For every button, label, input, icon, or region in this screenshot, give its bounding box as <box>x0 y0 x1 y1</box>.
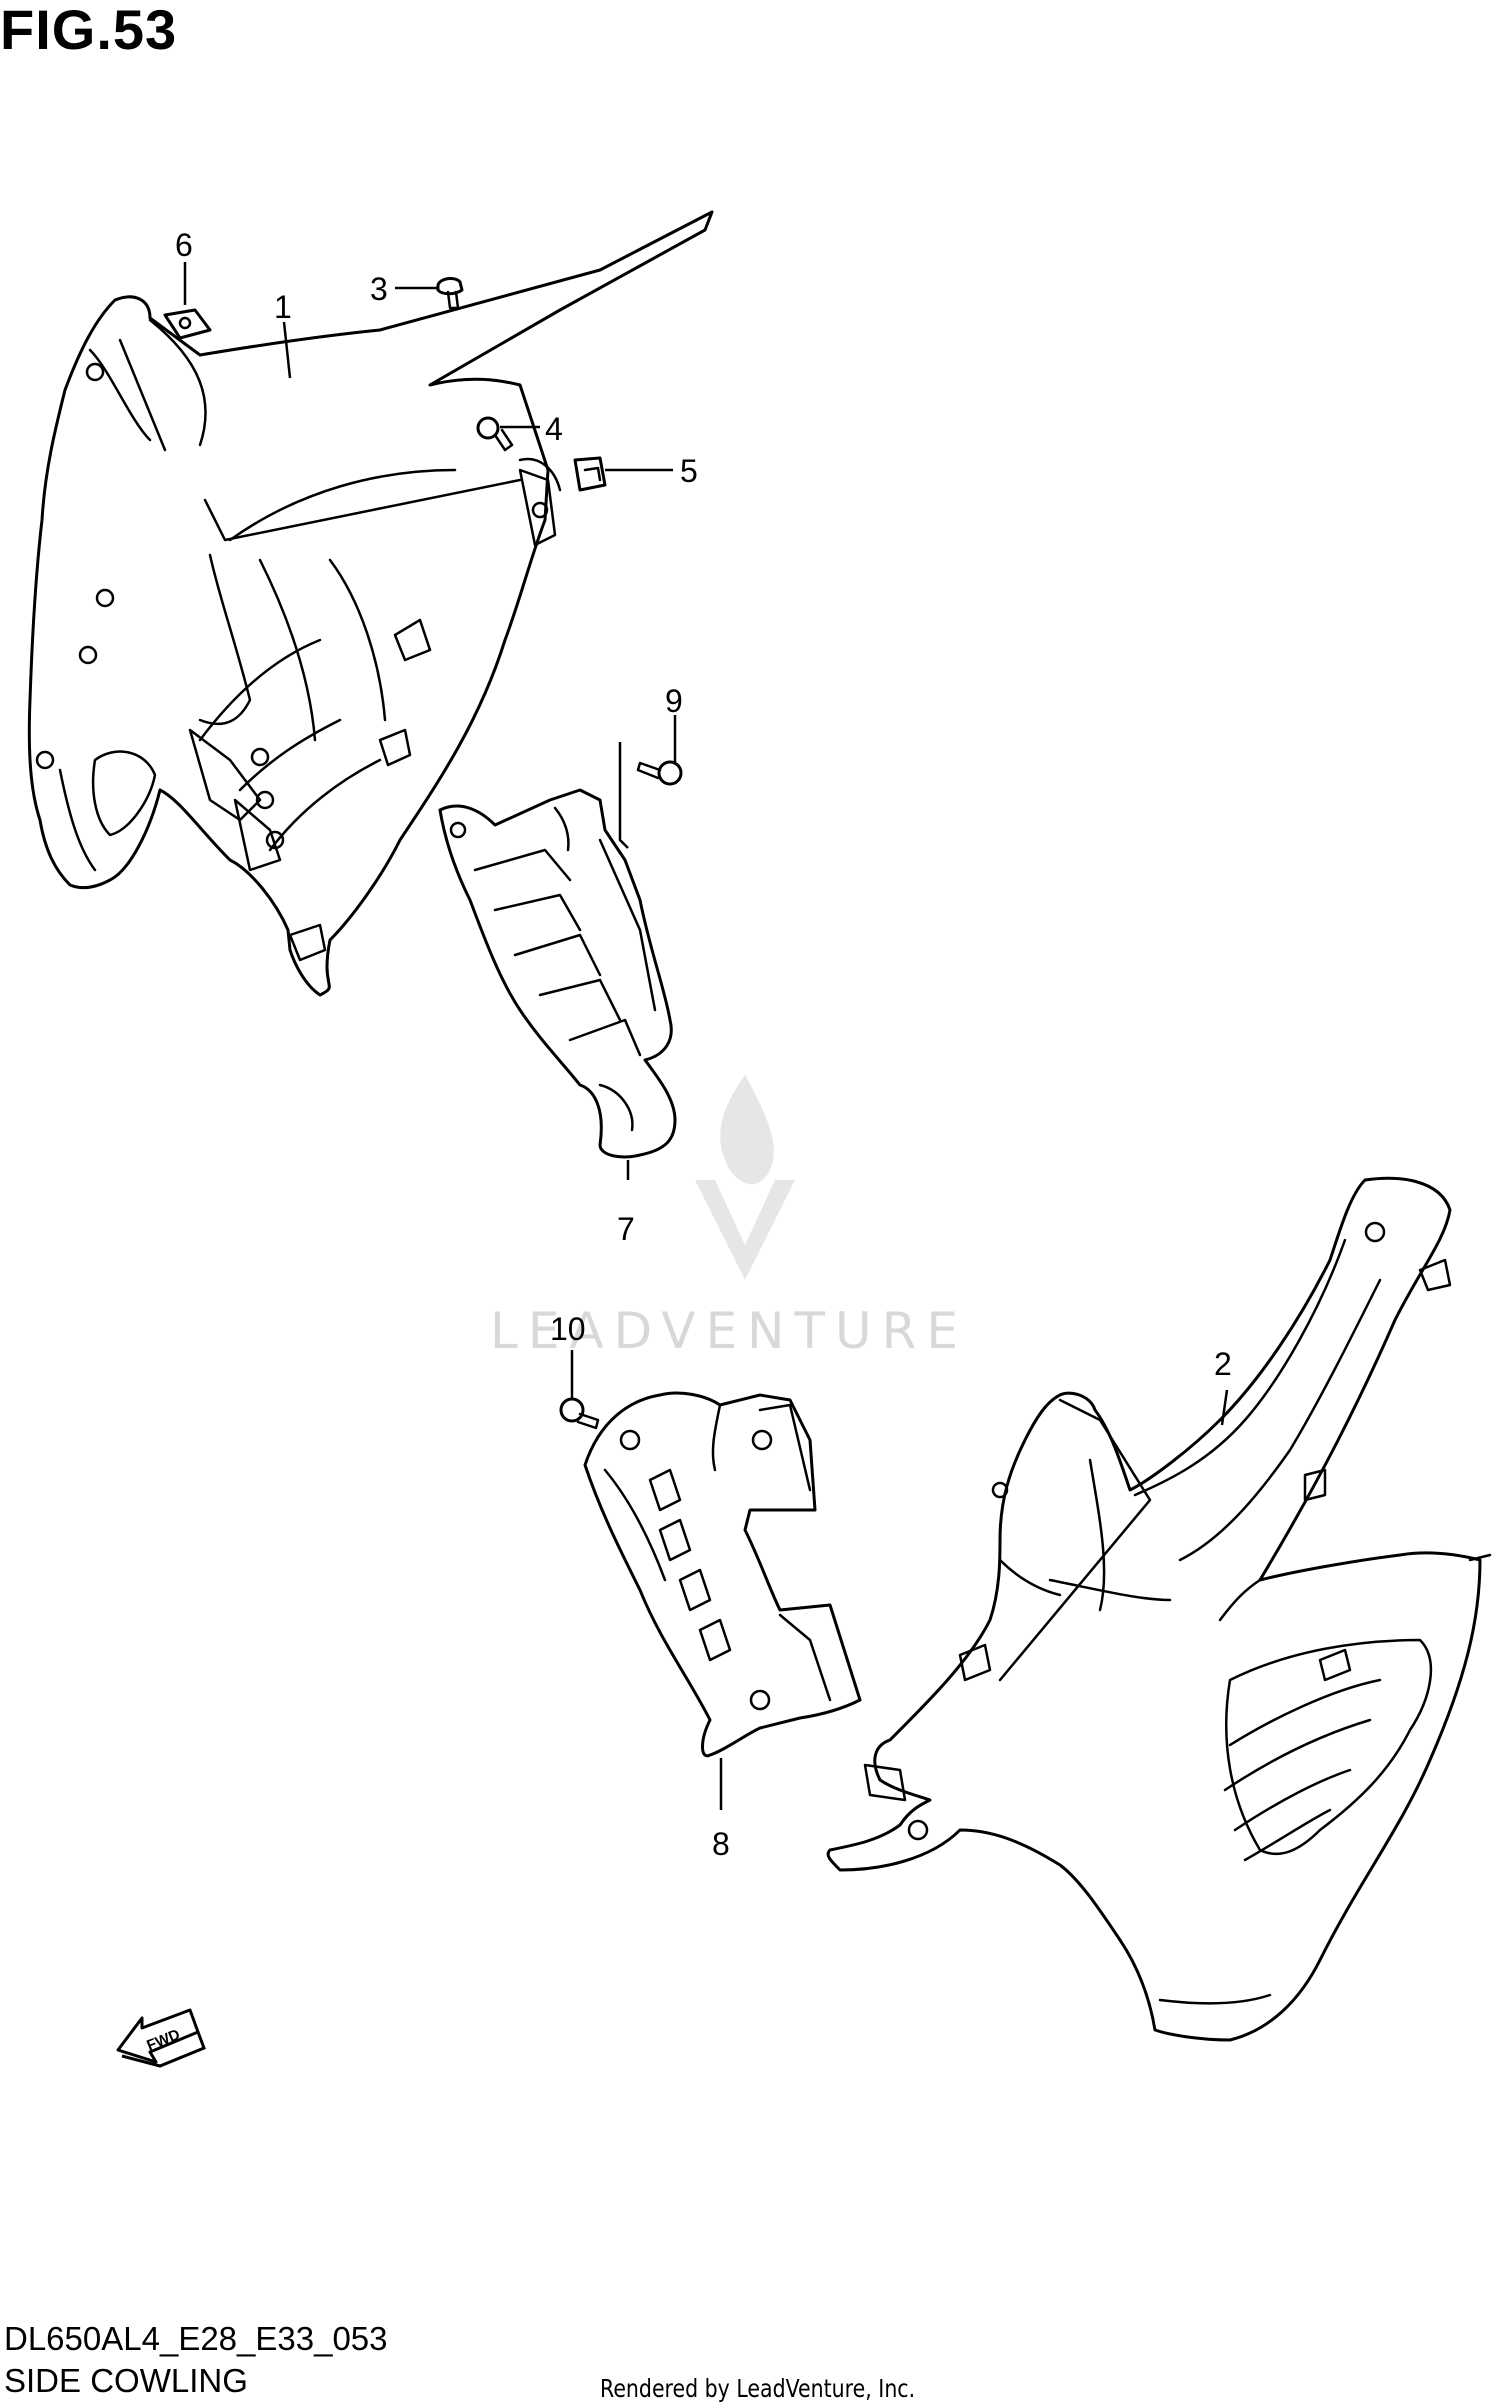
leader-lines <box>183 262 1229 1810</box>
callout-3: 3 <box>370 271 388 307</box>
callout-2: 2 <box>1214 1346 1232 1382</box>
part-9-screw[interactable] <box>636 760 683 786</box>
watermark-logo <box>695 1075 795 1280</box>
part-3-screw[interactable] <box>436 276 464 310</box>
part-6-clip[interactable] <box>163 308 212 340</box>
callout-9: 9 <box>665 683 683 719</box>
callout-1: 1 <box>274 289 292 325</box>
part-4-grommet[interactable] <box>476 416 514 452</box>
callout-8: 8 <box>712 1826 730 1862</box>
part-8-inner-bracket[interactable] <box>583 1391 862 1758</box>
diagram-subtitle: SIDE COWLING <box>4 2362 248 2399</box>
part-7-inner-panel[interactable] <box>438 788 677 1159</box>
callout-4: 4 <box>545 411 563 447</box>
part-10-screw[interactable] <box>559 1397 600 1430</box>
callout-7: 7 <box>617 1211 635 1247</box>
callout-labels: 1 2 3 4 5 6 7 8 9 10 <box>175 227 1232 1862</box>
callout-6: 6 <box>175 227 193 263</box>
rendered-by-credit: Rendered by LeadVenture, Inc. <box>600 2374 916 2403</box>
part-5-clip-nut[interactable] <box>573 456 607 492</box>
fwd-arrow-icon: FWD <box>116 2008 206 2068</box>
watermark-text: LEADVENTURE <box>490 1302 968 1360</box>
diagram-code: DL650AL4_E28_E33_053 <box>4 2320 388 2357</box>
callout-5: 5 <box>680 453 698 489</box>
part-2-lower-side-cowling[interactable] <box>826 1176 1492 2042</box>
figure-title: FIG.53 <box>0 0 178 61</box>
part-1-upper-side-cowling[interactable] <box>27 210 714 997</box>
callout-10: 10 <box>550 1311 586 1347</box>
